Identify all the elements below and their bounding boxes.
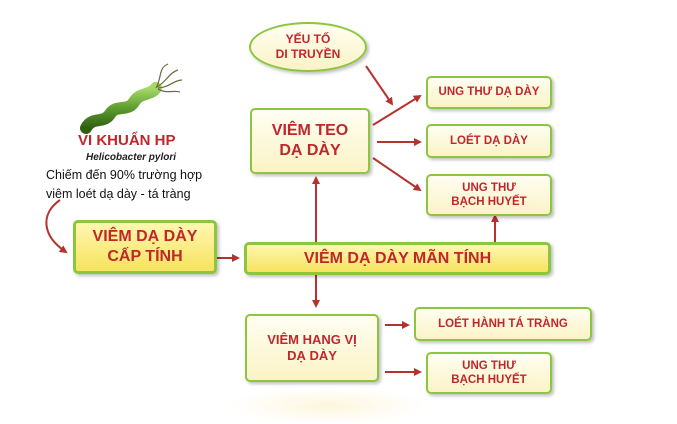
node-stomach-cancer: UNG THƯ DẠ DÀY bbox=[426, 76, 552, 109]
stomach-cancer-label: UNG THƯ DẠ DÀY bbox=[438, 86, 540, 99]
hp-desc-line-2: viêm loét dạ dày - tá tràng bbox=[46, 186, 191, 201]
node-atrophic-gastritis: VIÊM TEO DẠ DÀY bbox=[250, 108, 370, 174]
duodenal-ulcer-label: LOÉT HÀNH TÁ TRÀNG bbox=[438, 317, 568, 330]
hp-latin-name: Helicobacter pylori bbox=[86, 152, 177, 163]
chronic-label: VIÊM DẠ DÀY MÃN TÍNH bbox=[303, 249, 492, 267]
lymphoma-upper-line-2: BẠCH HUYẾT bbox=[451, 196, 527, 208]
node-stomach-ulcer: LOÉT DẠ DÀY bbox=[426, 124, 552, 158]
helicobacter-bacterium-image bbox=[80, 63, 183, 134]
arrow-hp-to-acute bbox=[45, 199, 68, 254]
hp-desc-line-1: Chiếm đến 90% trường hợp bbox=[46, 168, 203, 182]
lymphoma-lower-line-2: BẠCH HUYẾT bbox=[451, 374, 527, 386]
node-acute-gastritis: VIÊM DẠ DÀY CẤP TÍNH bbox=[73, 220, 217, 274]
acute-line-2: CẤP TÍNH bbox=[107, 248, 183, 265]
lymphoma-lower-line-1: UNG THƯ bbox=[462, 359, 516, 372]
node-lymphoma-lower: UNG THƯ BẠCH HUYẾT bbox=[426, 352, 552, 394]
atrophic-line-2: DẠ DÀY bbox=[279, 142, 341, 159]
background-glow bbox=[228, 388, 428, 424]
node-chronic-gastritis: VIÊM DẠ DÀY MÃN TÍNH bbox=[244, 242, 551, 275]
hp-title: VI KHUẨN HP bbox=[78, 132, 176, 149]
arrow-genetic-to-cancer bbox=[365, 65, 394, 106]
lymphoma-upper-line-1: UNG THƯ bbox=[462, 181, 516, 194]
stomach-ulcer-label: LOÉT DẠ DÀY bbox=[450, 134, 528, 147]
hp-description: Chiếm đến 90% trường hợp viêm loét dạ dà… bbox=[46, 166, 202, 204]
arrow-atrophic-to-lymphoma bbox=[372, 157, 422, 192]
genetic-line-2: DI TRUYỀN bbox=[275, 47, 341, 61]
genetic-line-1: YẾU TỐ bbox=[285, 32, 331, 46]
node-antral-gastritis: VIÊM HANG VỊ DẠ DÀY bbox=[245, 314, 379, 382]
antral-line-2: DẠ DÀY bbox=[287, 348, 337, 363]
acute-line-1: VIÊM DẠ DÀY bbox=[92, 228, 198, 245]
antral-line-1: VIÊM HANG VỊ bbox=[267, 331, 357, 347]
atrophic-line-1: VIÊM TEO bbox=[271, 122, 349, 139]
arrow-atrophic-to-cancer bbox=[372, 94, 422, 126]
node-duodenal-ulcer: LOÉT HÀNH TÁ TRÀNG bbox=[414, 307, 592, 341]
node-genetic-factor: YẾU TỐ DI TRUYỀN bbox=[249, 22, 367, 72]
node-lymphoma-upper: UNG THƯ BẠCH HUYẾT bbox=[426, 174, 552, 216]
